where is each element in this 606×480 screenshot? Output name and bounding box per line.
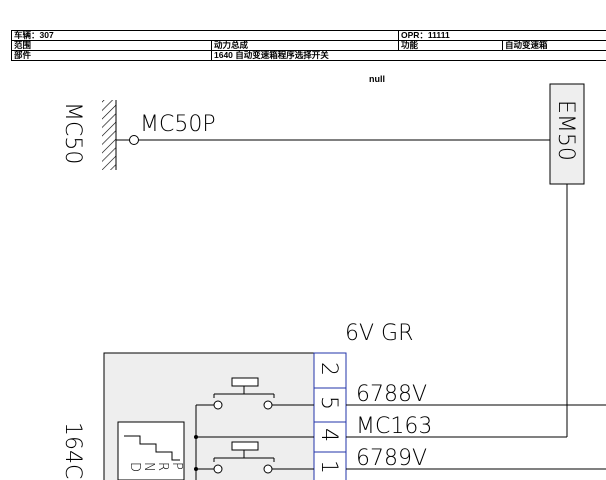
ground-name-label: MC50: [60, 102, 85, 164]
component-code-label: 164C: [60, 422, 85, 479]
em50-label: EM50: [553, 100, 578, 161]
junction-dot: [194, 467, 198, 471]
ground-point-label: MC50P: [140, 112, 216, 137]
ground-point-node: [129, 135, 139, 145]
wire-label-6788v: 6788V: [356, 382, 427, 407]
pin-number: 4: [316, 428, 341, 442]
junction-dot: [194, 435, 198, 439]
info-row-part: 部件 1640 自动变速箱程序选择开关: [11, 50, 606, 61]
push-switch-lower: [196, 441, 314, 474]
null-note: null: [369, 74, 385, 84]
ground-hatch: [102, 100, 116, 170]
wire-label-6789v: 6789V: [356, 446, 427, 471]
pin-number: 5: [316, 396, 341, 410]
wire-label-mc163: MC163: [356, 414, 432, 439]
gear-selector-steps: [124, 435, 180, 461]
info-header: 车辆：307 OPR：11111 范围 动力总成 功能 自动变速箱 部件 164…: [11, 30, 606, 61]
pin-column: [313, 352, 347, 480]
selector-letter: P: [169, 462, 184, 470]
gear-selector-box: [117, 421, 185, 480]
pin-number: 1: [316, 460, 341, 474]
pin-number: 2: [316, 362, 341, 376]
selector-letter: N: [141, 462, 156, 472]
selector-letter: D: [127, 462, 142, 472]
info-row-scope: 范围 动力总成 功能 自动变速箱: [11, 40, 606, 51]
selector-letter: R: [155, 462, 170, 471]
push-switch-upper: [196, 377, 314, 410]
wire-spec-label: 6V GR: [345, 321, 413, 346]
info-table: 车辆：307 OPR：11111 范围 动力总成 功能 自动变速箱 部件 164…: [11, 30, 606, 61]
em50-connector: [549, 83, 585, 185]
